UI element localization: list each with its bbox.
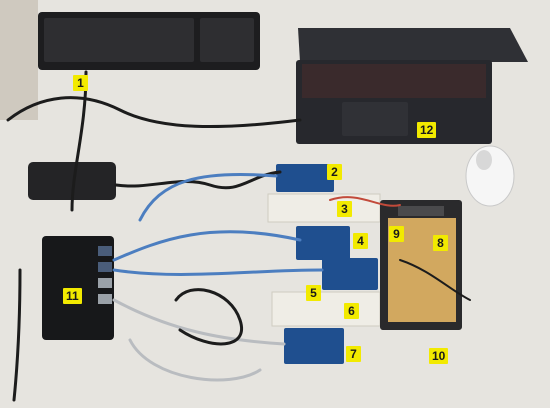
label-3: 3 [337, 201, 352, 217]
board-3 [322, 258, 378, 290]
label-1: 1 [73, 75, 88, 91]
prototype-board [380, 200, 462, 330]
power-adapter [28, 162, 116, 200]
label-4: 4 [353, 233, 368, 249]
keyboard [38, 12, 260, 70]
wall-strip [0, 0, 38, 120]
board-1 [276, 164, 334, 192]
breadboard-bottom [271, 291, 381, 327]
board-4 [284, 328, 344, 364]
label-9: 9 [389, 226, 404, 242]
board-2 [296, 226, 350, 260]
label-11: 11 [63, 288, 82, 304]
label-6: 6 [344, 303, 359, 319]
label-5: 5 [306, 285, 321, 301]
label-12: 12 [417, 122, 437, 138]
breadboard-top [267, 193, 381, 223]
label-7: 7 [346, 346, 361, 362]
label-10: 10 [429, 348, 449, 364]
mouse [465, 145, 515, 207]
label-8: 8 [433, 235, 448, 251]
label-2: 2 [327, 164, 342, 180]
laptop [296, 28, 528, 144]
